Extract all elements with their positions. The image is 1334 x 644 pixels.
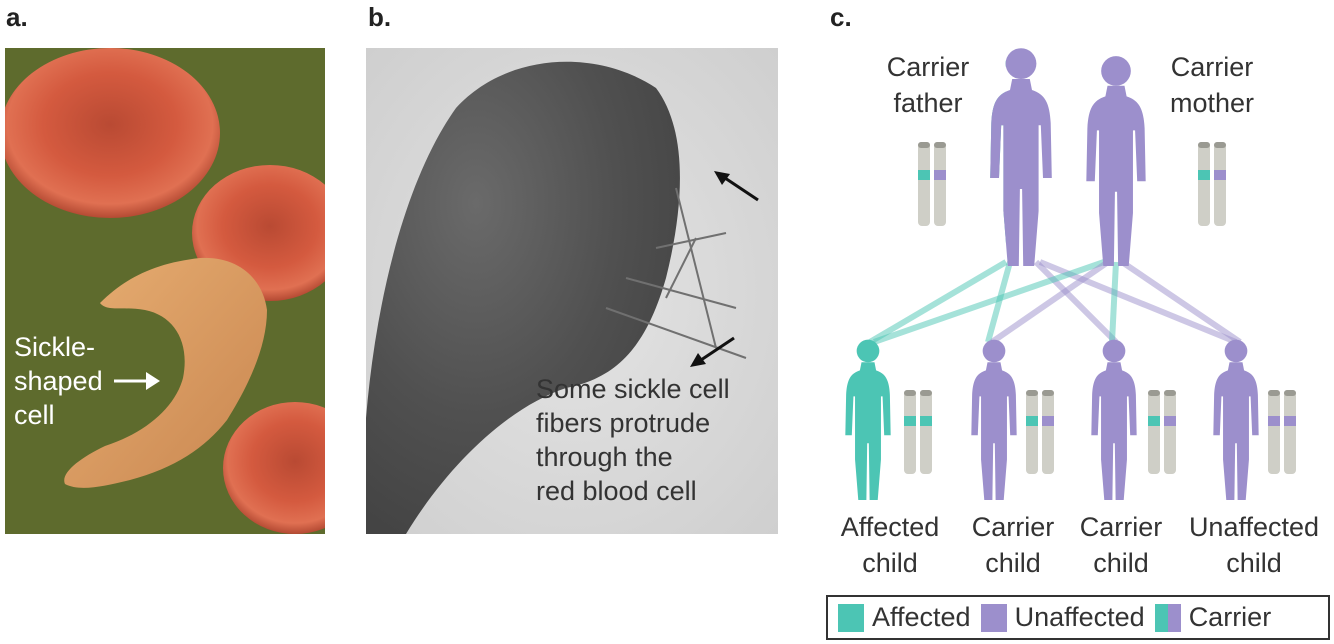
child-4-label-line2: child xyxy=(1226,548,1282,578)
carrier-swatch xyxy=(1154,603,1181,632)
legend-carrier: Carrier xyxy=(1188,602,1272,632)
panel-c-letter: c. xyxy=(830,2,852,32)
unaffected-swatch xyxy=(980,603,1007,632)
fiber-caption-line2: fibers protrude xyxy=(536,408,711,438)
child-1-label-line2: child xyxy=(862,548,918,578)
child-4-label-line1: Unaffected xyxy=(1188,512,1320,542)
legend: Affected Unaffected Carrier xyxy=(826,595,1330,640)
mother-chromosomes xyxy=(1198,142,1226,226)
sickle-fibers xyxy=(605,187,747,359)
inheritance-diagram xyxy=(845,48,1296,500)
father-figure xyxy=(990,48,1052,266)
child-unaffected-figure xyxy=(1213,339,1259,500)
mother-figure xyxy=(1086,56,1146,266)
child-chromosomes xyxy=(904,390,1296,474)
mother-label-line1: Carrier xyxy=(1170,52,1254,82)
arrow-icon xyxy=(690,336,735,367)
panel-b-letter: b. xyxy=(368,2,392,32)
child-3-label-line2: child xyxy=(1093,548,1149,578)
sickle-cell xyxy=(64,257,267,488)
red-blood-cell xyxy=(5,48,220,218)
child-1-label-line1: Affected xyxy=(840,512,940,542)
child-2-label-line1: Carrier xyxy=(971,512,1055,542)
sickle-label-line1: Sickle- xyxy=(14,332,96,362)
child-carrier-figure xyxy=(971,339,1017,500)
fiber-caption-line3: through the xyxy=(536,442,673,472)
father-chromosomes xyxy=(918,142,946,226)
red-blood-cell-body xyxy=(366,61,680,534)
inheritance-lines xyxy=(868,259,1242,345)
electron-micrograph xyxy=(366,48,778,534)
panel-a-letter: a. xyxy=(6,2,28,32)
sickle-label-line3: cell xyxy=(14,400,55,430)
affected-swatch xyxy=(838,603,864,632)
father-label-line1: Carrier xyxy=(886,52,970,82)
red-blood-cell xyxy=(223,402,325,534)
child-affected-figure xyxy=(845,339,891,500)
child-2-label-line2: child xyxy=(985,548,1041,578)
legend-affected: Affected xyxy=(872,602,971,632)
mother-label-line2: mother xyxy=(1169,88,1255,118)
father-label-line2: father xyxy=(893,88,963,118)
red-blood-cell-micrograph xyxy=(5,48,325,534)
arrow-right-icon xyxy=(114,372,160,390)
arrow-icon xyxy=(714,171,759,202)
child-carrier-figure xyxy=(1091,339,1137,500)
legend-unaffected: Unaffected xyxy=(1014,602,1145,632)
sickle-label-line2: shaped xyxy=(14,366,103,396)
child-3-label-line1: Carrier xyxy=(1079,512,1163,542)
fiber-caption-line4: red blood cell xyxy=(536,476,697,506)
fiber-caption-line1: Some sickle cell xyxy=(536,374,730,404)
